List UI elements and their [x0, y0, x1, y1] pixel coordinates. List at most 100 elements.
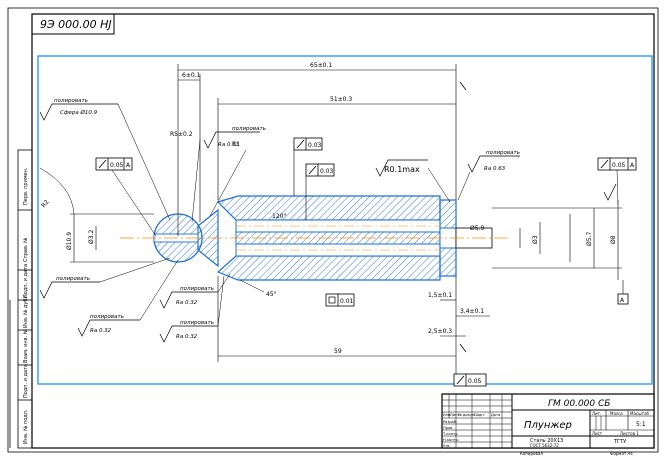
svg-text:0.05: 0.05 — [468, 378, 482, 385]
tol-frame-flat: 0.01 — [325, 293, 355, 307]
svg-text:Подп.: Подп. — [474, 413, 485, 417]
dim-chamfer: Ø5.9 — [470, 225, 484, 232]
note-polish-mid: полировать Ra 0.63 — [203, 126, 266, 149]
svg-text:Ra 0.32: Ra 0.32 — [176, 300, 198, 306]
dim-d8: Ø8 — [610, 235, 617, 244]
dim-d32: Ø3.2 — [88, 230, 95, 244]
sheet-label: Лист — [592, 431, 603, 436]
title-block: ГМ 00.000 СБ Плунжер Лит. Масса Масштаб … — [441, 393, 655, 449]
dim-d3: Ø3 — [532, 235, 539, 244]
dim-6: 6±0.1 — [182, 72, 201, 79]
dim-51: 51±0.3 — [330, 96, 352, 103]
part-name: Плунжер — [524, 420, 572, 431]
col-lit: Лит. — [592, 411, 601, 416]
org: ТГТУ — [613, 439, 626, 445]
svg-text:полировать: полировать — [180, 320, 214, 326]
tolerance-frames: 0.05 А 0.03 0.03 0.01 0.0 — [95, 137, 637, 387]
lower-wall — [216, 255, 441, 281]
col-mass: Масса — [610, 411, 623, 416]
dim-r01: R0.1max — [384, 165, 420, 174]
svg-text:Дата: Дата — [491, 413, 500, 417]
format-label: Формат А4 — [610, 451, 633, 456]
section-mark — [459, 81, 467, 353]
stamp-3: Подп. и дата — [23, 264, 29, 298]
stamp-1: Перв. примен. — [23, 167, 29, 205]
code-box — [31, 13, 115, 35]
svg-text:Лист: Лист — [450, 413, 459, 417]
mirrored-code: 9Э 000.00 НЈ — [40, 18, 112, 31]
tol-frame-left: 0.05 А — [95, 157, 133, 171]
tol-frame-b: 0.03 — [305, 163, 335, 220]
surface-notes: полировать Сфера Ø10.9 полировать Ra 0.6… — [39, 98, 617, 343]
svg-text:0.05: 0.05 — [110, 162, 124, 169]
dim-r5: R5±0.2 — [170, 131, 193, 138]
dim-d109: Ø10.9 — [66, 232, 73, 250]
dim-59: 59 — [334, 348, 342, 355]
stamp-7: Инв. № подл. — [23, 409, 29, 444]
material-std: ГОСТ 5632-72 — [530, 443, 559, 448]
scale-value: 5:1 — [636, 421, 646, 428]
svg-text:Разраб.: Разраб. — [443, 420, 457, 424]
svg-text:Утв.: Утв. — [443, 444, 451, 448]
designation: ГМ 00.000 СБ — [548, 399, 610, 409]
svg-text:Ra 0.63: Ra 0.63 — [218, 142, 240, 148]
svg-text:Сфера Ø10.9: Сфера Ø10.9 — [60, 109, 98, 116]
tol-frame-right: 0.05 А — [597, 157, 637, 171]
stamp-6: Подп. и дата — [23, 364, 29, 398]
note-polish-low1: полировать Ra 0.32 — [77, 314, 140, 337]
svg-text:0.05: 0.05 — [612, 162, 626, 169]
svg-text:Пров.: Пров. — [443, 426, 453, 430]
svg-text:Н.контр.: Н.контр. — [443, 438, 459, 442]
binding-stamps: Перв. примен. Справ. № Подп. и дата Инв.… — [9, 149, 33, 449]
svg-text:0.03: 0.03 — [308, 142, 322, 149]
svg-text:Изм.: Изм. — [443, 413, 451, 417]
plunger-section — [120, 195, 510, 281]
svg-text:0.01: 0.01 — [340, 298, 354, 305]
tol-frame-bottom: 0.05 — [453, 373, 487, 387]
svg-text:№ докум.: № докум. — [458, 413, 476, 417]
upper-wall — [216, 195, 441, 221]
svg-text:полировать: полировать — [180, 286, 214, 292]
svg-text:полировать: полировать — [90, 314, 124, 320]
dimension-texts: 65±0.1 51±0.3 6±0.1 59 3,4±0.1 1,5±0.1 2… — [40, 62, 617, 355]
svg-text:полировать: полировать — [56, 276, 90, 282]
note-polish-left: полировать — [39, 276, 100, 299]
note-ra02 — [375, 159, 428, 177]
svg-text:полировать: полировать — [232, 126, 266, 132]
svg-text:А: А — [126, 162, 131, 169]
svg-text:А: А — [620, 297, 625, 304]
drawing-field-frame — [37, 55, 653, 385]
dimension-lines — [70, 64, 622, 378]
svg-text:А: А — [630, 162, 635, 169]
dim-120: 120° — [272, 213, 286, 220]
dim-r2: R2 — [40, 199, 51, 210]
stamp-5: Взам. инв. № — [23, 328, 29, 363]
svg-text:Ra 0.32: Ra 0.32 — [90, 328, 112, 334]
dim-r1: R1 — [232, 141, 240, 148]
svg-text:полировать: полировать — [486, 150, 520, 156]
dim-25: 2,5±0.3 — [428, 328, 452, 335]
datum-box: А — [617, 280, 629, 305]
leader-lines — [39, 103, 619, 327]
note-polish-right: полировать Ra 0.63 — [467, 150, 520, 173]
col-scale: Масштаб — [630, 411, 650, 416]
svg-text:полировать: полировать — [54, 98, 88, 104]
dim-65: 65±0.1 — [310, 62, 332, 69]
note-polish-low3: полировать Ra 0.32 — [159, 320, 218, 343]
stamp-2: Справ. № — [23, 237, 29, 262]
tol-frame-a: 0.03 — [293, 137, 323, 196]
svg-text:0.03: 0.03 — [320, 168, 334, 175]
dim-d57: Ø5.7 — [586, 232, 593, 246]
material: Сталь 20Х13 — [530, 438, 563, 444]
svg-text:Т.контр.: Т.контр. — [442, 432, 459, 436]
svg-text:Ra 0.63: Ra 0.63 — [484, 166, 506, 172]
stamp-4: Инв. № дубл. — [23, 293, 29, 328]
sheets-label: Листов 1 — [620, 431, 639, 436]
dim-34: 3,4±0.1 — [460, 308, 484, 315]
svg-text:Ra 0.32: Ra 0.32 — [176, 334, 198, 340]
copied-label: Копировал — [520, 451, 543, 456]
dim-15: 1,5±0.1 — [428, 292, 452, 299]
outer-border — [7, 7, 659, 453]
dim-45: 45° — [266, 291, 277, 298]
